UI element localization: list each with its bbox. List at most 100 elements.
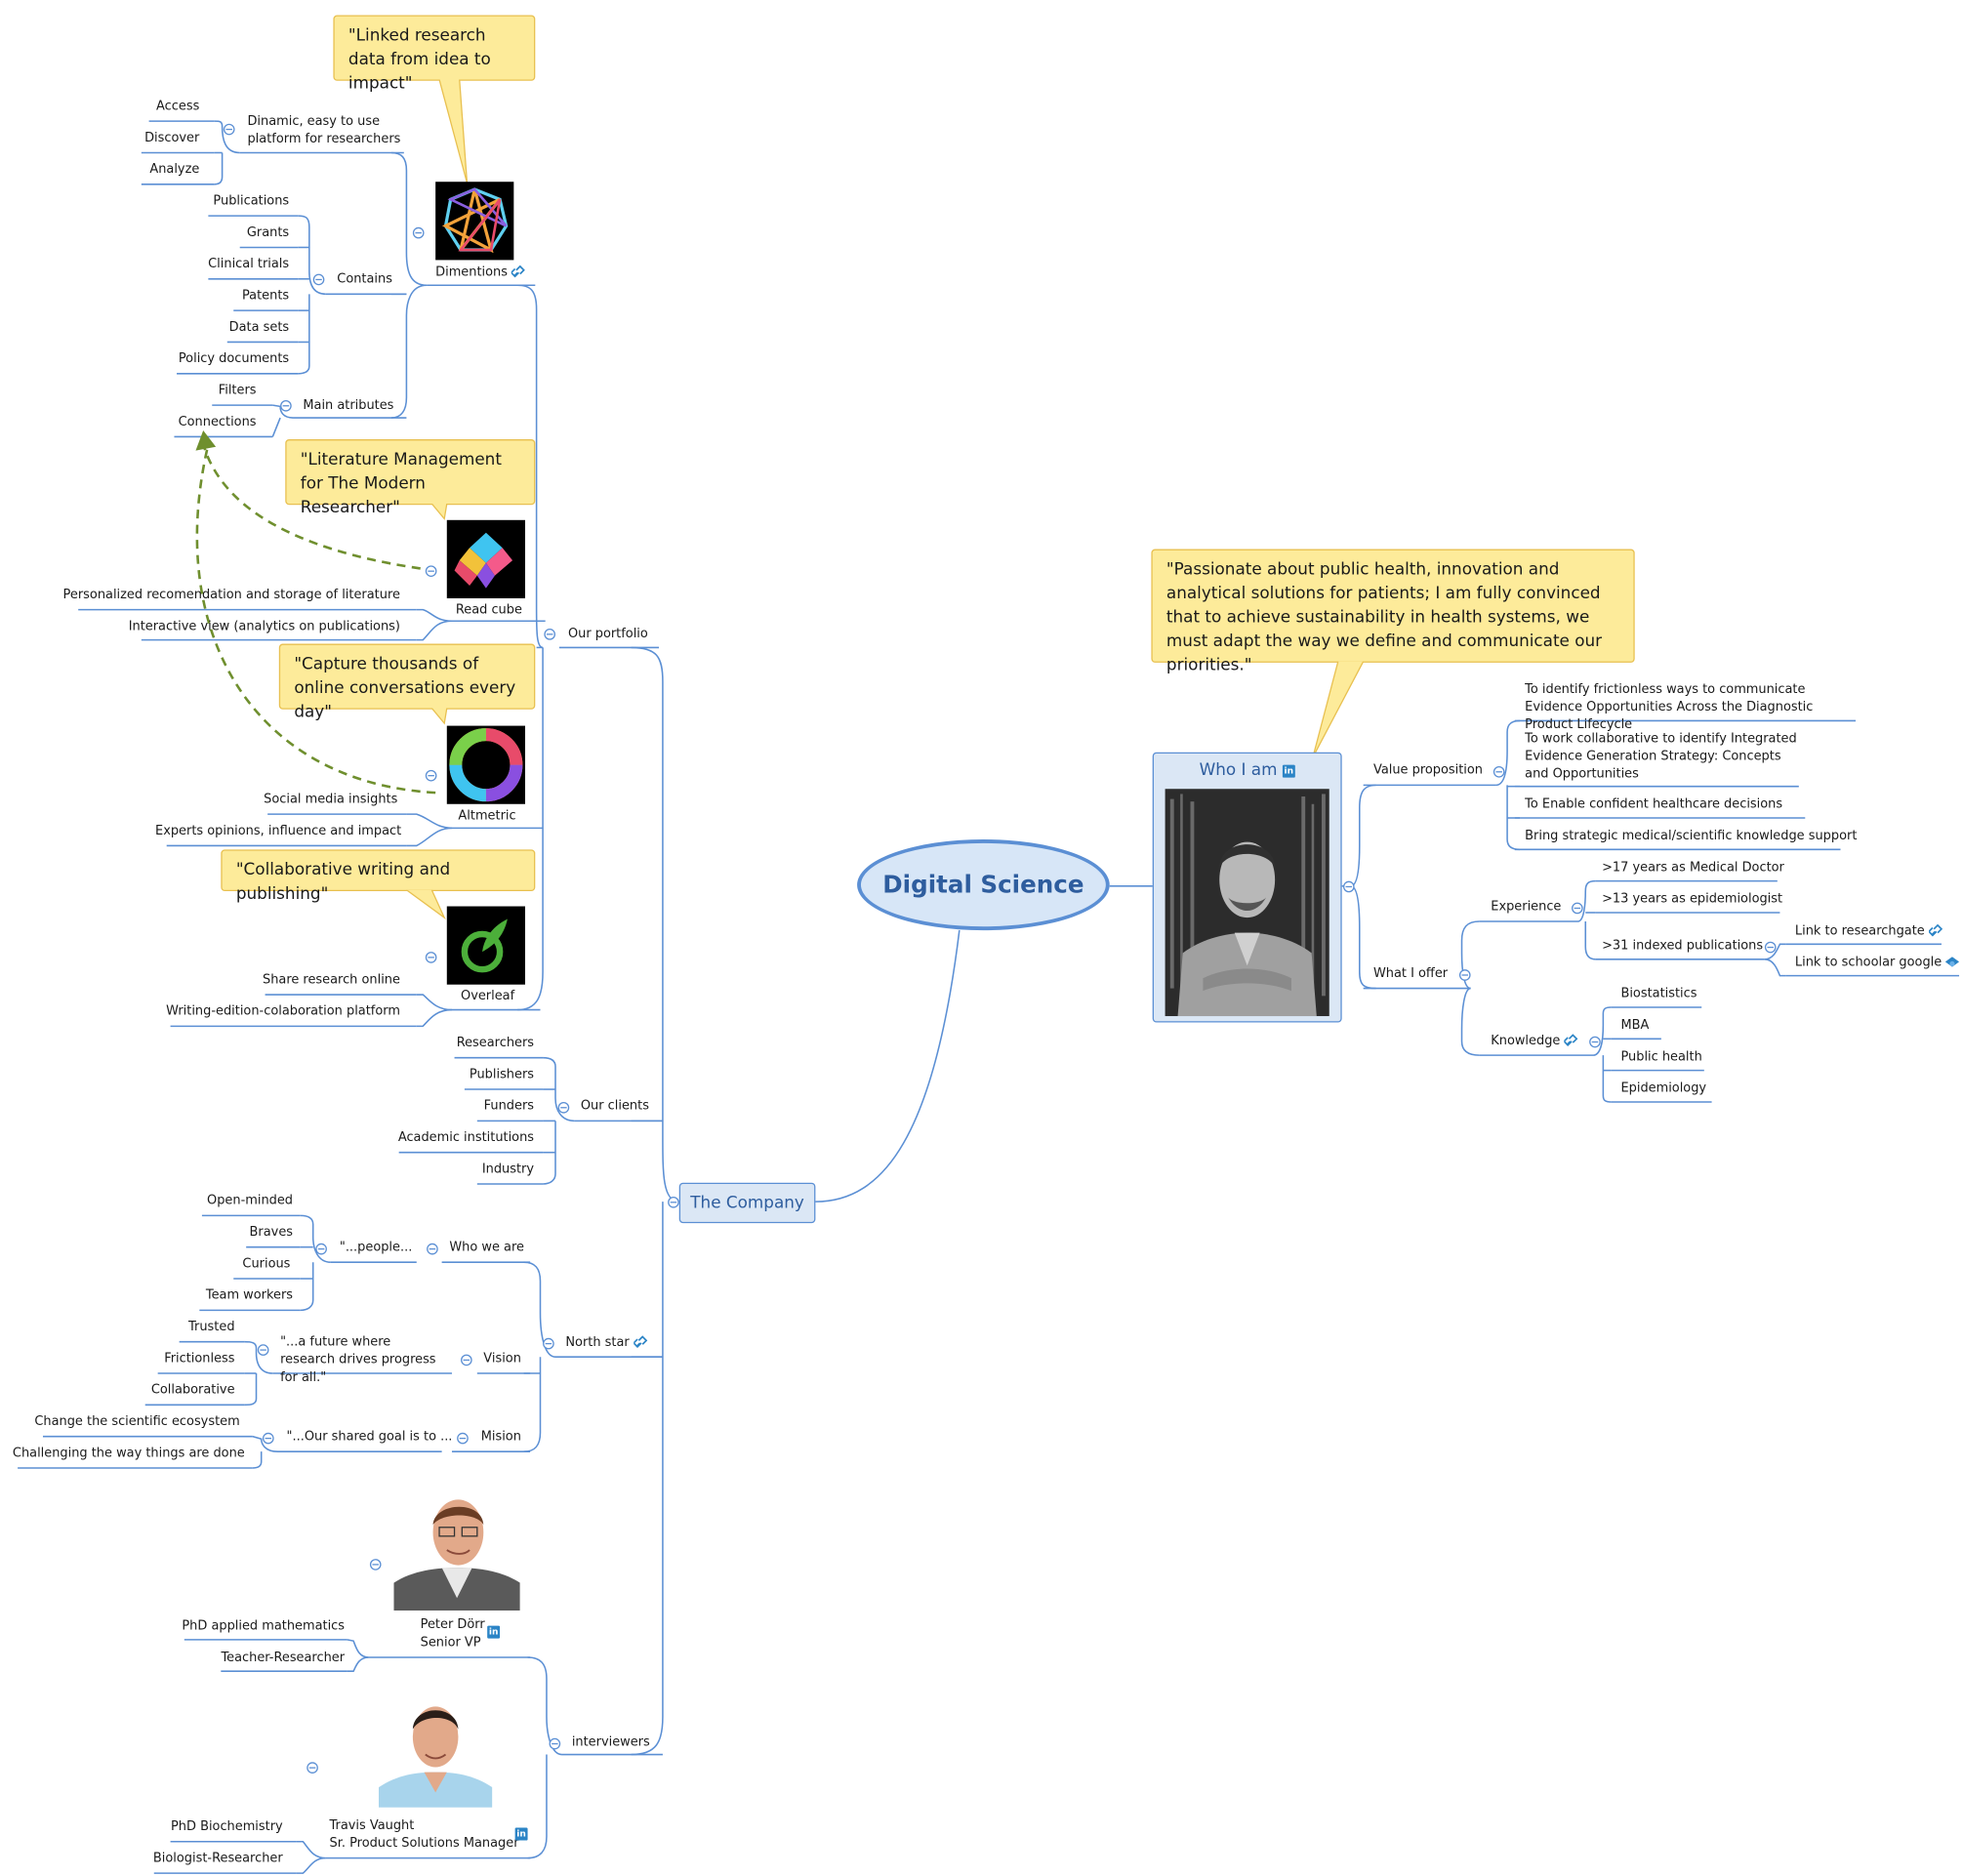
clients-node[interactable]: Our clients <box>580 1099 649 1114</box>
list-item[interactable]: Publishers <box>469 1068 535 1082</box>
list-item[interactable]: Share research online <box>263 973 400 988</box>
overleaf-node[interactable]: Overleaf <box>461 989 515 1004</box>
collapse-icon[interactable] <box>262 1432 274 1445</box>
link-icon[interactable] <box>1928 923 1943 938</box>
list-item[interactable]: Epidemiology <box>1620 1081 1707 1096</box>
collapse-icon[interactable] <box>549 1737 561 1750</box>
list-item[interactable]: >17 years as Medical Doctor <box>1602 860 1784 876</box>
collapse-icon[interactable] <box>1493 765 1505 778</box>
collapse-icon[interactable] <box>1764 941 1777 954</box>
vision-node[interactable]: Vision <box>483 1352 521 1366</box>
who-we-are-node[interactable]: Who we are <box>449 1241 524 1255</box>
list-item[interactable]: PhD Biochemistry <box>171 1819 283 1835</box>
vision-quote-node[interactable]: "...a future where research drives progr… <box>280 1335 436 1385</box>
readcube-node[interactable]: Read cube <box>455 603 522 618</box>
collapse-icon[interactable] <box>544 629 556 640</box>
list-item[interactable]: Discover <box>144 131 200 145</box>
list-item[interactable]: Industry <box>481 1162 535 1177</box>
experience-node[interactable]: Experience <box>1491 900 1562 915</box>
collapse-icon[interactable] <box>1458 969 1471 981</box>
list-item[interactable]: Collaborative <box>150 1383 235 1398</box>
list-item[interactable]: Policy documents <box>178 351 290 367</box>
root-node[interactable]: Digital Science <box>857 838 1110 931</box>
list-item[interactable]: Open-minded <box>207 1194 294 1208</box>
knowledge-node[interactable]: Knowledge <box>1491 1034 1578 1049</box>
google-scholar-icon[interactable] <box>1945 956 1960 968</box>
interviewers-node[interactable]: interviewers <box>571 1735 650 1750</box>
collapse-icon[interactable] <box>1342 880 1355 893</box>
collapse-icon[interactable] <box>425 952 437 963</box>
link-icon[interactable] <box>511 265 526 279</box>
link-icon[interactable] <box>633 1335 647 1349</box>
list-item[interactable]: Team workers <box>205 1288 294 1303</box>
collapse-icon[interactable] <box>280 399 292 412</box>
collapse-icon[interactable] <box>543 1337 554 1350</box>
list-item[interactable]: Social media insights <box>264 793 398 807</box>
list-item[interactable]: Teacher-Researcher <box>221 1651 346 1665</box>
list-item[interactable]: To identify frictionless ways to communi… <box>1525 682 1814 733</box>
list-item[interactable]: >31 indexed publications <box>1602 939 1764 954</box>
list-item[interactable]: Trusted <box>188 1320 235 1334</box>
linkedin-icon[interactable]: in <box>1282 764 1295 777</box>
linkedin-icon[interactable]: in <box>514 1827 528 1841</box>
list-item[interactable]: Data sets <box>228 320 290 335</box>
collapse-icon[interactable] <box>1589 1036 1601 1048</box>
list-item[interactable]: Writing-edition-colaboration platform <box>166 1004 400 1019</box>
contains-node[interactable]: Contains <box>337 272 392 287</box>
portfolio-node[interactable]: Our portfolio <box>567 627 648 641</box>
collapse-icon[interactable] <box>427 1243 438 1255</box>
list-item[interactable]: Biostatistics <box>1620 987 1697 1001</box>
collapse-icon[interactable] <box>457 1432 469 1445</box>
list-item[interactable]: Experts opinions, influence and impact <box>155 824 402 838</box>
list-item[interactable]: To Enable confident healthcare decisions <box>1525 797 1783 812</box>
list-item[interactable]: Filters <box>218 384 257 398</box>
list-item[interactable]: Researchers <box>456 1036 535 1050</box>
list-item[interactable]: Frictionless <box>164 1352 235 1366</box>
list-item[interactable]: Access <box>156 100 200 114</box>
link-icon[interactable] <box>1564 1034 1578 1047</box>
researchgate-link[interactable]: Link to researchgate <box>1795 923 1943 940</box>
list-item[interactable]: >13 years as epidemiologist <box>1602 892 1783 907</box>
collapse-icon[interactable] <box>315 1243 327 1255</box>
list-item[interactable]: Academic institutions <box>397 1130 535 1145</box>
value-proposition-node[interactable]: Value proposition <box>1373 763 1484 778</box>
mision-quote-node[interactable]: "...Our shared goal is to ... <box>286 1430 453 1445</box>
northstar-node[interactable]: North star <box>565 1335 647 1351</box>
list-item[interactable]: To work collaborative to identify Integr… <box>1525 732 1797 782</box>
google-scholar-link[interactable]: Link to schoolar google <box>1795 956 1960 971</box>
linkedin-icon[interactable]: in <box>487 1625 501 1639</box>
platform-node[interactable]: Dinamic, easy to use platform for resear… <box>247 114 401 147</box>
collapse-icon[interactable] <box>412 226 425 239</box>
list-item[interactable]: Patents <box>241 289 290 304</box>
attributes-node[interactable]: Main atributes <box>303 398 394 413</box>
list-item[interactable]: MBA <box>1620 1018 1650 1033</box>
list-item[interactable]: Personalized recomendation and storage o… <box>62 588 400 602</box>
list-item[interactable]: Interactive view (analytics on publicati… <box>128 619 400 634</box>
collapse-icon[interactable] <box>307 1762 318 1774</box>
list-item[interactable]: Bring strategic medical/scientific knowl… <box>1525 829 1858 843</box>
list-item[interactable]: Connections <box>178 415 257 429</box>
collapse-icon[interactable] <box>461 1354 472 1366</box>
list-item[interactable]: Change the scientific ecosystem <box>34 1414 240 1429</box>
list-item[interactable]: Clinical trials <box>208 257 290 272</box>
list-item[interactable]: Publications <box>213 194 290 209</box>
altmetric-node[interactable]: Altmetric <box>458 808 516 824</box>
collapse-icon[interactable] <box>425 565 437 577</box>
list-item[interactable]: Curious <box>242 1257 291 1272</box>
collapse-icon[interactable] <box>1572 902 1583 915</box>
collapse-icon[interactable] <box>425 769 437 782</box>
collapse-icon[interactable] <box>369 1559 382 1570</box>
list-item[interactable]: Analyze <box>149 162 200 178</box>
collapse-icon[interactable] <box>557 1101 570 1114</box>
list-item[interactable]: Funders <box>483 1099 535 1114</box>
list-item[interactable]: PhD applied mathematics <box>182 1619 346 1634</box>
collapse-icon[interactable] <box>223 123 235 136</box>
mision-node[interactable]: Mision <box>480 1430 521 1445</box>
what-i-offer-node[interactable]: What I offer <box>1373 966 1449 981</box>
collapse-icon[interactable] <box>312 273 325 286</box>
list-item[interactable]: Biologist-Researcher <box>152 1852 283 1866</box>
collapse-icon[interactable] <box>668 1196 679 1208</box>
list-item[interactable]: Grants <box>246 225 290 240</box>
